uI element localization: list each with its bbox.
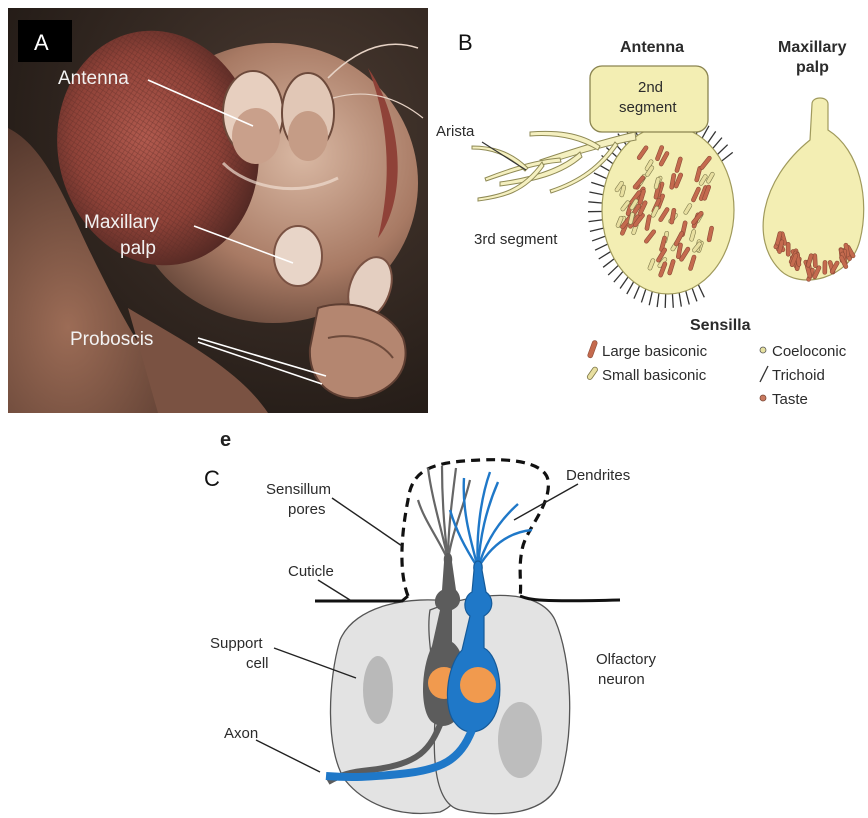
pores-leader-line [332, 498, 402, 546]
axon-leader-line [256, 740, 320, 772]
panel-b-schematic: B Antenna Maxillary palp 2nd segment Ari… [430, 0, 868, 420]
legend-small-basiconic: Small basiconic [586, 366, 706, 384]
legend-label-small-basiconic: Small basiconic [602, 367, 707, 384]
cuticle-line-left [315, 596, 408, 601]
dendrites-label: Dendrites [566, 467, 630, 484]
legend-large-basiconic: Large basiconic [587, 340, 708, 360]
fly-head-photo: A Antenna Maxillary palp Proboscis [8, 8, 428, 413]
trichoid-icon [760, 366, 768, 382]
gray-dendrites [418, 466, 470, 560]
antenna-title: Antenna [620, 39, 684, 56]
taste-icon [760, 395, 766, 401]
legend-taste: Taste [760, 391, 808, 408]
olfactory-neuron-label-1: Olfactory [596, 651, 657, 668]
panel-a-letter: A [34, 30, 49, 55]
dendrites-leader-line [514, 484, 578, 520]
third-segment-label: 3rd segment [474, 231, 558, 248]
large-basiconic-icon [587, 340, 598, 359]
coeloconic-icon [760, 347, 766, 353]
cuticle-leader-line [318, 580, 350, 600]
legend-label-coeloconic: Coeloconic [772, 343, 847, 360]
arista-leader-line [482, 142, 526, 170]
maxillary-title-2: palp [796, 59, 829, 76]
panel-c-sensillum: e C [180, 420, 680, 818]
panel-c-small-letter: e [220, 429, 231, 451]
olfactory-neuron-label-2: neuron [598, 671, 645, 688]
support-cell-label-2: cell [246, 655, 269, 672]
sensilla-legend-title: Sensilla [690, 317, 751, 334]
sensilla-schematic: B Antenna Maxillary palp 2nd segment Ari… [430, 0, 868, 420]
panel-c-letter: C [204, 466, 220, 491]
legend-trichoid: Trichoid [760, 366, 825, 384]
cuticle-label: Cuticle [288, 563, 334, 580]
support-cell-label-1: Support [210, 635, 263, 652]
palp-basiconic-sensillum [823, 260, 827, 274]
sensillum-pores-label-2: pores [288, 501, 326, 518]
sensillum-pores-label-1: Sensillum [266, 481, 331, 498]
small-basiconic-icon [586, 366, 598, 380]
proboscis-photo-label: Proboscis [70, 329, 153, 350]
maxillary-title-1: Maxillary [778, 39, 847, 56]
axon-label: Axon [224, 725, 258, 742]
blue-neuron-nucleus [460, 667, 496, 703]
second-segment-label-1: 2nd [638, 79, 663, 96]
maxillary-photo-label-2: palp [120, 238, 156, 259]
legend-label-trichoid: Trichoid [772, 367, 825, 384]
sensillum-diagram: e C [180, 420, 680, 818]
cuticle-line-right [520, 596, 620, 601]
maxillary-photo-label-1: Maxillary [84, 212, 159, 233]
palp-basiconic-sensillum [786, 242, 790, 256]
panel-a-photo: A Antenna Maxillary palp Proboscis [8, 8, 428, 413]
second-segment-label-2: segment [619, 99, 677, 116]
antenna-photo-label: Antenna [58, 68, 129, 89]
legend-label-large-basiconic: Large basiconic [602, 343, 708, 360]
support-cell-nucleus [363, 656, 393, 724]
panel-b-letter: B [458, 30, 473, 55]
olfactory-cell-nucleus [498, 702, 542, 778]
arista-label: Arista [436, 123, 475, 140]
legend-label-taste: Taste [772, 391, 808, 408]
legend-coeloconic: Coeloconic [760, 343, 847, 360]
blue-dendrites [450, 472, 532, 568]
